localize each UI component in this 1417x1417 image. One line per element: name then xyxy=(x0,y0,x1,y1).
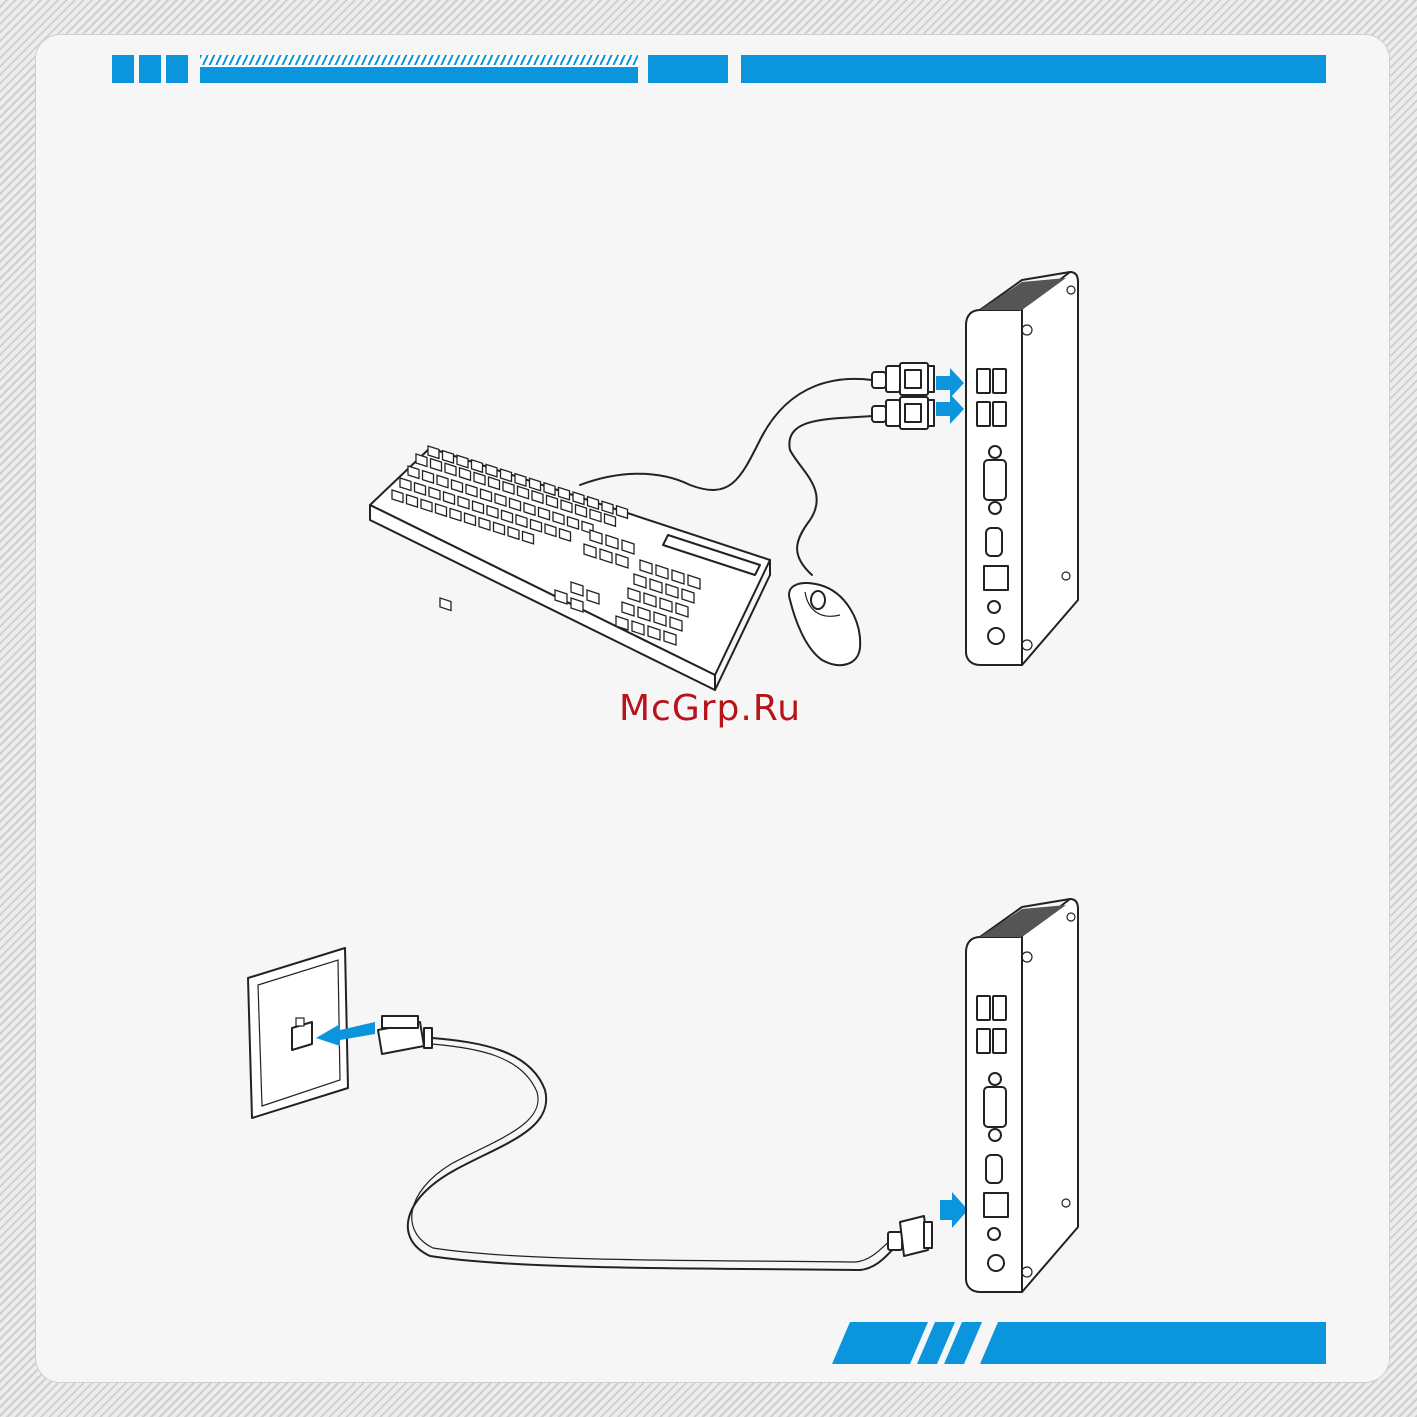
mini-pc-icon xyxy=(966,899,1078,1292)
rj45-plug-icon xyxy=(888,1216,932,1256)
arrow-right-icon xyxy=(940,1192,968,1228)
rj45-plug-icon xyxy=(378,1016,432,1054)
